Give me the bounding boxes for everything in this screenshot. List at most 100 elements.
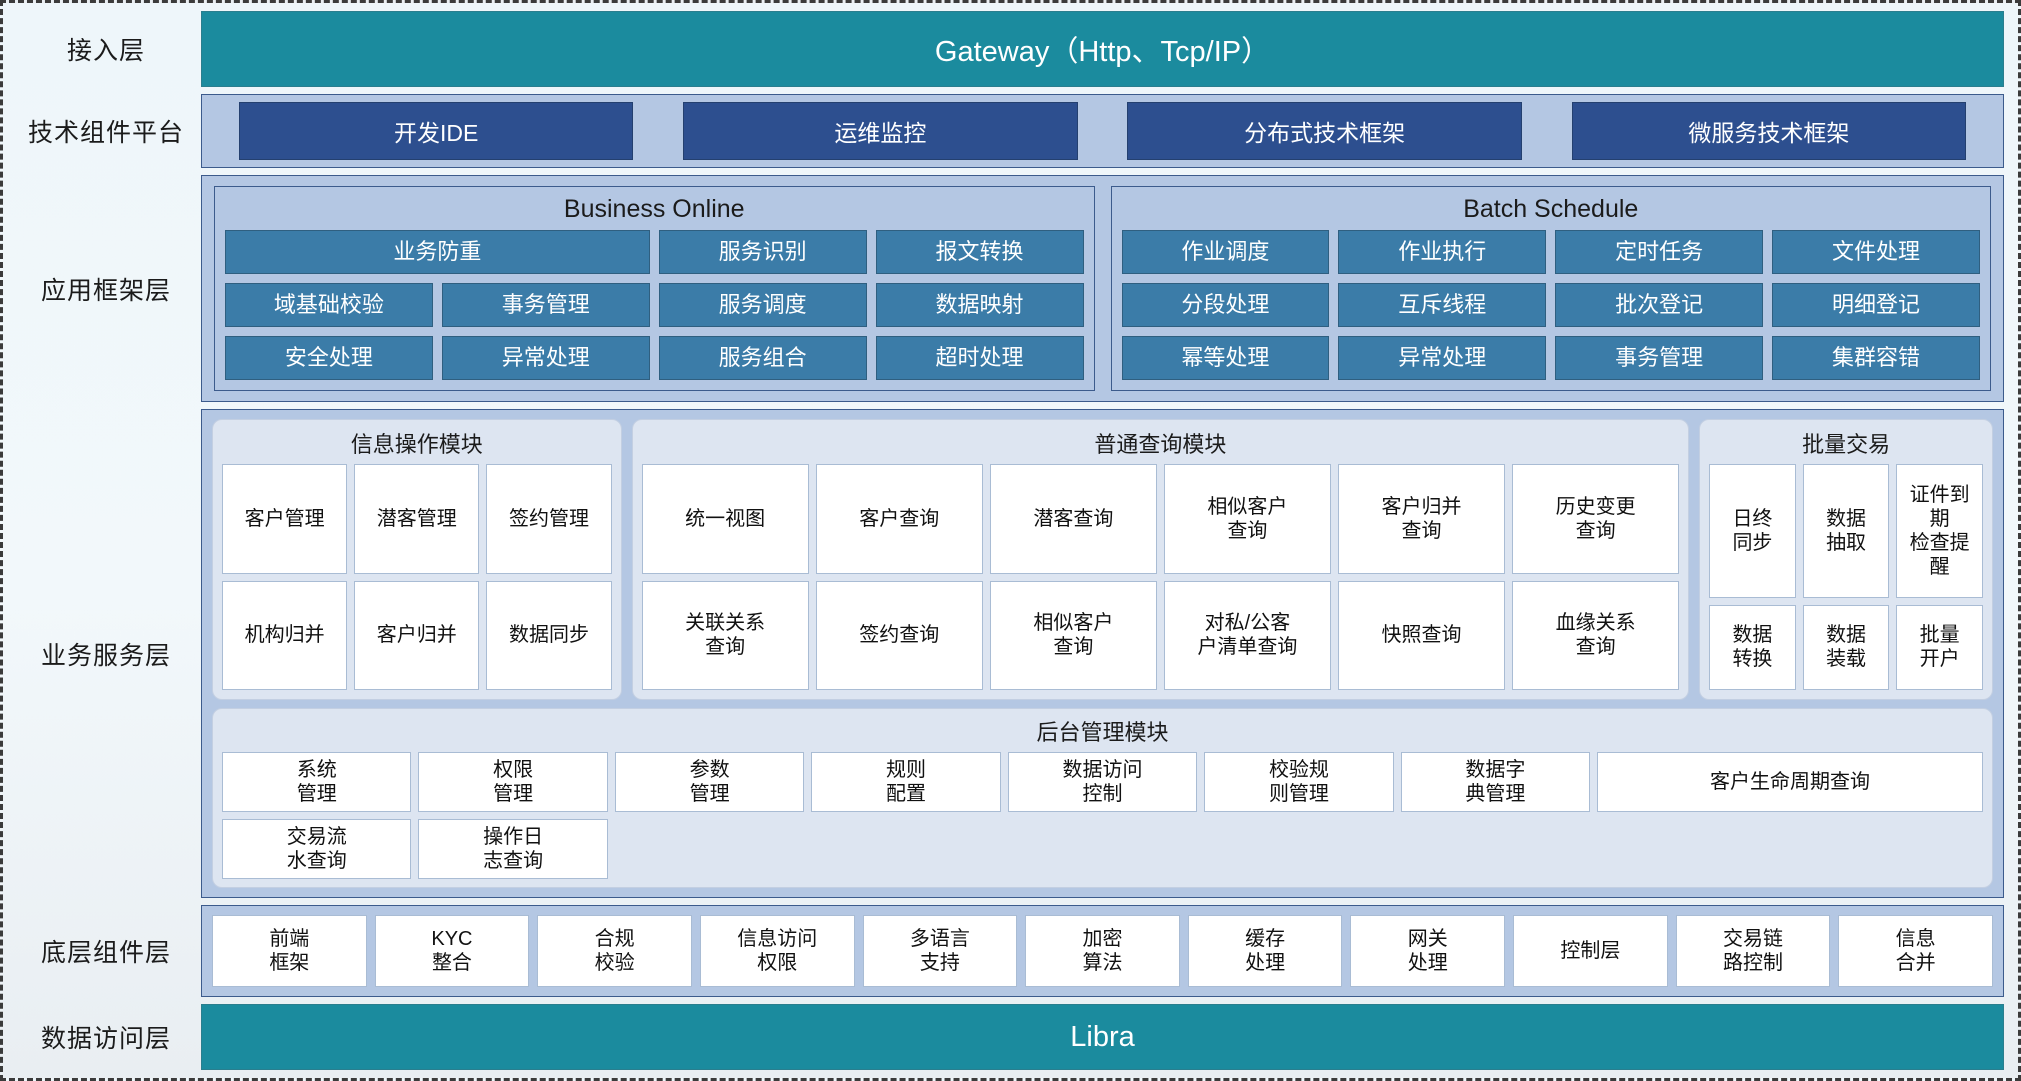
tech-item-microservice-framework[interactable]: 微服务技术框架 bbox=[1571, 102, 1967, 160]
batch-tx-item-4[interactable]: 数据 装载 bbox=[1802, 604, 1890, 690]
info-op-item-3[interactable]: 机构归并 bbox=[222, 580, 348, 690]
business-online-inner: Business Online 业务防重 服务识别 报文转换 域基础校验 事务管… bbox=[214, 186, 1095, 391]
tech-item-ide[interactable]: 开发IDE bbox=[238, 102, 634, 160]
component-item-6[interactable]: 缓存 处理 bbox=[1187, 915, 1343, 987]
bo-item-0[interactable]: 业务防重 bbox=[225, 230, 650, 274]
bs-item-6[interactable]: 批次登记 bbox=[1555, 283, 1764, 327]
layer-body-base-components: 前端 框架 KYC 整合 合规 校验 信息访问 权限 多语言 支持 加密 算法 … bbox=[201, 905, 2004, 997]
info-op-item-4[interactable]: 客户归并 bbox=[354, 580, 480, 690]
batch-schedule-group: Batch Schedule 作业调度 作业执行 定时任务 文件处理 分段处理 … bbox=[1110, 186, 1991, 391]
bo-item-6[interactable]: 数据映射 bbox=[875, 283, 1084, 327]
layer-label-data-access: 数据访问层 bbox=[40, 1025, 171, 1053]
layer-stack: 接入层 Gateway（Http、Tcp/IP） 技术组件平台 开发IDE 运维… bbox=[11, 11, 2004, 1070]
tech-item-ops-monitor[interactable]: 运维监控 bbox=[683, 102, 1078, 160]
batch-tx-item-3[interactable]: 数据 转换 bbox=[1709, 604, 1796, 690]
bs-item-8[interactable]: 幂等处理 bbox=[1121, 336, 1330, 380]
libra-bar[interactable]: Libra bbox=[201, 1004, 2004, 1070]
info-op-item-0[interactable]: 客户管理 bbox=[222, 464, 348, 574]
query-item-3[interactable]: 相似客户 查询 bbox=[1163, 464, 1331, 574]
admin-item-8[interactable]: 交易流 水查询 bbox=[222, 819, 412, 879]
bo-item-10[interactable]: 超时处理 bbox=[875, 336, 1084, 380]
query-item-5[interactable]: 历史变更 查询 bbox=[1512, 464, 1680, 574]
tech-item-distributed-framework[interactable]: 分布式技术框架 bbox=[1127, 102, 1522, 160]
batch-tx-item-0[interactable]: 日终 同步 bbox=[1709, 464, 1796, 598]
bs-item-7[interactable]: 明细登记 bbox=[1772, 283, 1980, 327]
bo-item-4[interactable]: 事务管理 bbox=[441, 283, 650, 327]
admin-item-9[interactable]: 操作日 志查询 bbox=[418, 819, 608, 879]
layer-label-business-service: 业务服务层 bbox=[40, 641, 171, 670]
admin-item-4[interactable]: 数据访问 控制 bbox=[1007, 752, 1198, 812]
query-item-2[interactable]: 潜客查询 bbox=[989, 464, 1157, 574]
layer-data-access: 数据访问层 Libra bbox=[11, 1004, 2004, 1070]
component-item-0[interactable]: 前端 框架 bbox=[212, 915, 367, 987]
batch-tx-item-5[interactable]: 批量 开户 bbox=[1896, 604, 1983, 690]
bs-item-10[interactable]: 事务管理 bbox=[1555, 336, 1764, 380]
component-item-4[interactable]: 多语言 支持 bbox=[862, 915, 1018, 987]
layer-body-tech-platform: 开发IDE 运维监控 分布式技术框架 微服务技术框架 bbox=[201, 94, 2004, 168]
bs-item-2[interactable]: 定时任务 bbox=[1555, 230, 1764, 274]
bs-item-0[interactable]: 作业调度 bbox=[1121, 230, 1330, 274]
admin-item-7[interactable]: 客户生命周期查询 bbox=[1597, 752, 1983, 812]
batch-schedule-inner: Batch Schedule 作业调度 作业执行 定时任务 文件处理 分段处理 … bbox=[1110, 186, 1991, 391]
module-common-query-title: 普通查询模块 bbox=[1094, 432, 1227, 457]
tech-platform-panel: 开发IDE 运维监控 分布式技术框架 微服务技术框架 bbox=[201, 94, 2004, 168]
component-item-10[interactable]: 信息 合并 bbox=[1838, 915, 1993, 987]
batch-schedule-title: Batch Schedule bbox=[1463, 195, 1639, 223]
module-admin: 后台管理模块 系统 管理 权限 管理 参数 管理 规则 配置 数据访问 控制 校… bbox=[212, 708, 1993, 888]
bo-item-5[interactable]: 服务调度 bbox=[658, 283, 867, 327]
admin-item-2[interactable]: 参数 管理 bbox=[614, 752, 805, 812]
admin-item-1[interactable]: 权限 管理 bbox=[418, 752, 608, 812]
admin-item-3[interactable]: 规则 配置 bbox=[811, 752, 1001, 812]
bo-item-8[interactable]: 异常处理 bbox=[441, 336, 650, 380]
component-item-5[interactable]: 加密 算法 bbox=[1025, 915, 1180, 987]
query-item-0[interactable]: 统一视图 bbox=[641, 464, 809, 574]
query-item-9[interactable]: 对私/公客 户清单查询 bbox=[1163, 580, 1331, 690]
query-item-8[interactable]: 相似客户 查询 bbox=[989, 580, 1157, 690]
component-item-8[interactable]: 控制层 bbox=[1513, 915, 1668, 987]
gateway-bar[interactable]: Gateway（Http、Tcp/IP） bbox=[201, 11, 2004, 87]
layer-access: 接入层 Gateway（Http、Tcp/IP） bbox=[11, 11, 2004, 87]
query-item-4[interactable]: 客户归并 查询 bbox=[1337, 464, 1506, 574]
admin-item-5[interactable]: 校验规 则管理 bbox=[1204, 752, 1394, 812]
query-item-11[interactable]: 血缘关系 查询 bbox=[1512, 580, 1680, 690]
layer-body-app-framework: Business Online 业务防重 服务识别 报文转换 域基础校验 事务管… bbox=[201, 175, 2004, 402]
module-admin-title: 后台管理模块 bbox=[1036, 720, 1169, 745]
business-service-panel: 信息操作模块 客户管理 潜客管理 签约管理 机构归并 客户归并 数据同步 bbox=[201, 409, 2004, 898]
business-online-grid: 业务防重 服务识别 报文转换 域基础校验 事务管理 服务调度 数据映射 安全处理… bbox=[225, 230, 1084, 380]
batch-tx-item-2[interactable]: 证件到期 检查提醒 bbox=[1896, 464, 1983, 598]
bs-item-5[interactable]: 互斥线程 bbox=[1338, 283, 1547, 327]
layer-body-access: Gateway（Http、Tcp/IP） bbox=[201, 11, 2004, 87]
component-item-1[interactable]: KYC 整合 bbox=[374, 915, 530, 987]
bs-item-9[interactable]: 异常处理 bbox=[1338, 336, 1547, 380]
bs-item-4[interactable]: 分段处理 bbox=[1121, 283, 1330, 327]
bo-item-7[interactable]: 安全处理 bbox=[225, 336, 433, 380]
admin-item-0[interactable]: 系统 管理 bbox=[222, 752, 412, 812]
bs-item-3[interactable]: 文件处理 bbox=[1772, 230, 1980, 274]
layer-label-access: 接入层 bbox=[66, 37, 145, 65]
component-item-2[interactable]: 合规 校验 bbox=[537, 915, 692, 987]
info-op-item-2[interactable]: 签约管理 bbox=[486, 464, 612, 574]
business-module-row: 信息操作模块 客户管理 潜客管理 签约管理 机构归并 客户归并 数据同步 bbox=[212, 419, 1993, 700]
admin-item-6[interactable]: 数据字 典管理 bbox=[1400, 752, 1591, 812]
module-admin-grid: 系统 管理 权限 管理 参数 管理 规则 配置 数据访问 控制 校验规 则管理 … bbox=[222, 752, 1983, 879]
component-item-7[interactable]: 网关 处理 bbox=[1350, 915, 1506, 987]
query-item-1[interactable]: 客户查询 bbox=[815, 464, 983, 574]
bo-item-1[interactable]: 服务识别 bbox=[658, 230, 867, 274]
query-item-10[interactable]: 快照查询 bbox=[1337, 580, 1506, 690]
bs-item-11[interactable]: 集群容错 bbox=[1772, 336, 1980, 380]
layer-body-data-access: Libra bbox=[201, 1004, 2004, 1070]
batch-tx-item-1[interactable]: 数据 抽取 bbox=[1802, 464, 1890, 598]
bo-item-2[interactable]: 报文转换 bbox=[875, 230, 1084, 274]
info-op-item-5[interactable]: 数据同步 bbox=[486, 580, 612, 690]
component-item-9[interactable]: 交易链 路控制 bbox=[1675, 915, 1831, 987]
bs-item-1[interactable]: 作业执行 bbox=[1338, 230, 1547, 274]
layer-label-base-components: 底层组件层 bbox=[40, 939, 171, 967]
bo-item-9[interactable]: 服务组合 bbox=[658, 336, 867, 380]
info-op-item-1[interactable]: 潜客管理 bbox=[354, 464, 480, 574]
query-item-6[interactable]: 关联关系 查询 bbox=[641, 580, 809, 690]
base-components-grid: 前端 框架 KYC 整合 合规 校验 信息访问 权限 多语言 支持 加密 算法 … bbox=[212, 915, 1993, 987]
query-item-7[interactable]: 签约查询 bbox=[815, 580, 983, 690]
bo-item-3[interactable]: 域基础校验 bbox=[225, 283, 433, 327]
component-item-3[interactable]: 信息访问 权限 bbox=[699, 915, 855, 987]
